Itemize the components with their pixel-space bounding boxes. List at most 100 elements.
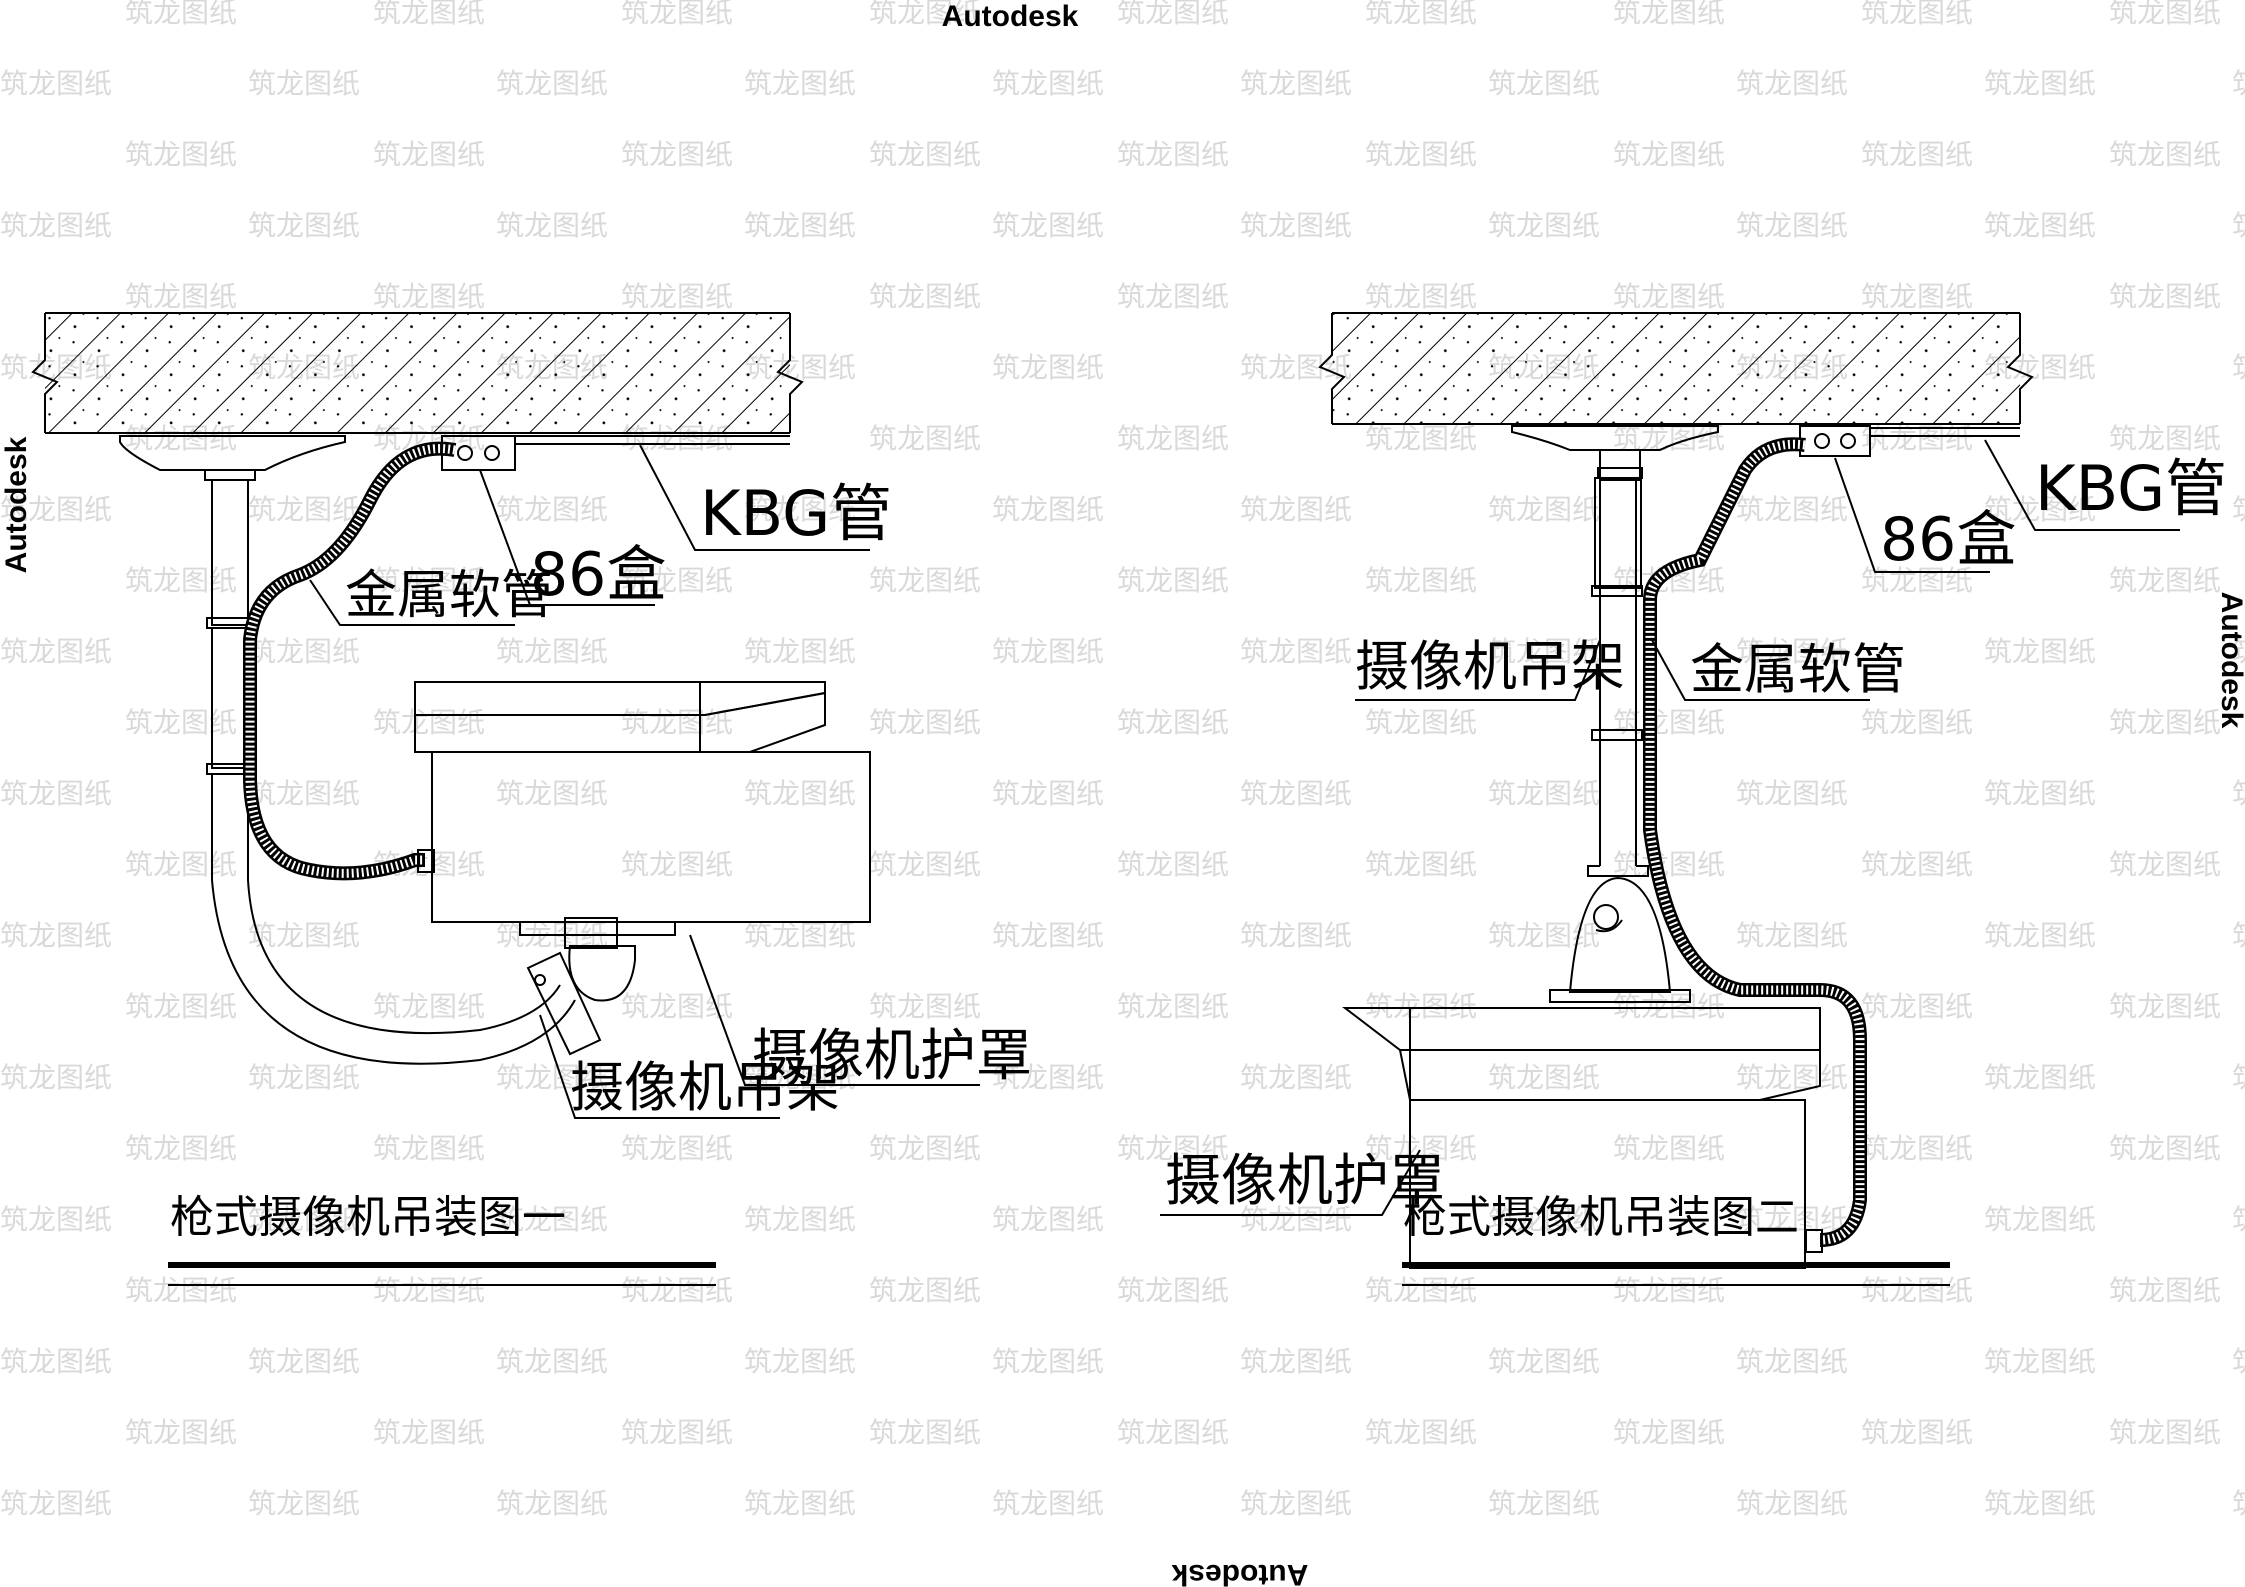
watermark-text: 筑龙图纸 [2109, 706, 2221, 739]
watermark-text: 筑龙图纸 [621, 1274, 733, 1307]
label-86-box-1: 86盒 [530, 540, 666, 610]
watermark-text: 筑龙图纸 [1984, 493, 2096, 526]
watermark-text: 筑龙图纸 [869, 1274, 981, 1307]
watermark-text: 筑龙图纸 [1365, 564, 1477, 597]
watermark-text: 筑龙图纸 [496, 635, 608, 668]
watermark-text: 筑龙图纸 [496, 1203, 608, 1236]
watermark-text: 筑龙图纸 [248, 919, 360, 952]
watermark-text: 筑龙图纸 [744, 919, 856, 952]
watermark-text: 筑龙图纸 [1613, 1416, 1725, 1449]
watermark-text: 筑龙图纸 [869, 990, 981, 1023]
watermark-text: 筑龙图纸 [2232, 67, 2245, 100]
watermark-text: 筑龙图纸 [2232, 493, 2245, 526]
watermark-text: 筑龙图纸 [621, 1132, 733, 1165]
watermark-text: 筑龙图纸 [744, 1487, 856, 1520]
watermark-text: 筑龙图纸 [1861, 564, 1973, 597]
watermark-text: 筑龙图纸 [1240, 1487, 1352, 1520]
watermark-text: 筑龙图纸 [1861, 1132, 1973, 1165]
watermark-text: 筑龙图纸 [496, 1487, 608, 1520]
watermark-layer: 筑龙图纸筑龙图纸筑龙图纸筑龙图纸筑龙图纸筑龙图纸筑龙图纸筑龙图纸筑龙图纸筑龙图纸… [0, 0, 2245, 1520]
watermark-text: 筑龙图纸 [1984, 67, 2096, 100]
watermark-text: 筑龙图纸 [1736, 1487, 1848, 1520]
watermark-text: 筑龙图纸 [248, 1203, 360, 1236]
watermark-text: 筑龙图纸 [373, 1416, 485, 1449]
watermark-text: 筑龙图纸 [1365, 280, 1477, 313]
watermark-text: 筑龙图纸 [1365, 1132, 1477, 1165]
watermark-text: 筑龙图纸 [2232, 1061, 2245, 1094]
watermark-text: 筑龙图纸 [0, 1061, 112, 1094]
kbg-conduit-2 [1870, 427, 2020, 437]
watermark-text: 筑龙图纸 [621, 706, 733, 739]
watermark-text: 筑龙图纸 [373, 706, 485, 739]
watermark-text: 筑龙图纸 [869, 138, 981, 171]
watermark-text: 筑龙图纸 [1117, 848, 1229, 881]
watermark-text: 筑龙图纸 [1117, 138, 1229, 171]
watermark-text: 筑龙图纸 [869, 1416, 981, 1449]
watermark-text: 筑龙图纸 [2109, 1274, 2221, 1307]
label-flex-conduit-1: 金属软管 [345, 566, 553, 626]
watermark-text: 筑龙图纸 [248, 1345, 360, 1378]
watermark-text: 筑龙图纸 [744, 1345, 856, 1378]
watermark-text: 筑龙图纸 [0, 635, 112, 668]
watermark-text: 筑龙图纸 [1365, 990, 1477, 1023]
watermark-text: 筑龙图纸 [1984, 777, 2096, 810]
watermark-text: 筑龙图纸 [1365, 1274, 1477, 1307]
watermark-text: 筑龙图纸 [2232, 351, 2245, 384]
watermark-text: 筑龙图纸 [1488, 919, 1600, 952]
watermark-text: 筑龙图纸 [1984, 1203, 2096, 1236]
ceiling-slab-1 [31, 312, 804, 434]
watermark-text: 筑龙图纸 [1240, 209, 1352, 242]
watermark-text: 筑龙图纸 [744, 209, 856, 242]
watermark-text: 筑龙图纸 [621, 0, 733, 29]
watermark-text: 筑龙图纸 [125, 138, 237, 171]
watermark-text: 筑龙图纸 [621, 990, 733, 1023]
watermark-text: 筑龙图纸 [621, 564, 733, 597]
watermark-text: 筑龙图纸 [0, 1203, 112, 1236]
watermark-text: 筑龙图纸 [248, 67, 360, 100]
watermark-text: 筑龙图纸 [125, 990, 237, 1023]
watermark-text: 筑龙图纸 [248, 635, 360, 668]
watermark-text: 筑龙图纸 [869, 848, 981, 881]
watermark-text: 筑龙图纸 [2232, 1345, 2245, 1378]
watermark-text: 筑龙图纸 [869, 1132, 981, 1165]
watermark-text: 筑龙图纸 [496, 1061, 608, 1094]
watermark-text: 筑龙图纸 [621, 1416, 733, 1449]
watermark-text: 筑龙图纸 [621, 280, 733, 313]
watermark-text: 筑龙图纸 [0, 1487, 112, 1520]
watermark-text: 筑龙图纸 [1117, 706, 1229, 739]
watermark-text: 筑龙图纸 [248, 1487, 360, 1520]
watermark-text: 筑龙图纸 [992, 209, 1104, 242]
watermark-text: 筑龙图纸 [2232, 1487, 2245, 1520]
watermark-text: 筑龙图纸 [496, 67, 608, 100]
watermark-text: 筑龙图纸 [373, 0, 485, 29]
watermark-text: 筑龙图纸 [1861, 1416, 1973, 1449]
mount-plate-1 [119, 435, 346, 471]
watermark-text: 筑龙图纸 [0, 919, 112, 952]
watermark-text: 筑龙图纸 [1613, 990, 1725, 1023]
label-86-box-2: 86盒 [1880, 505, 2016, 575]
watermark-text: 筑龙图纸 [1117, 990, 1229, 1023]
watermark-text: 筑龙图纸 [744, 777, 856, 810]
watermark-text: 筑龙图纸 [1736, 919, 1848, 952]
watermark-text: 筑龙图纸 [496, 493, 608, 526]
watermark-text: 筑龙图纸 [1365, 138, 1477, 171]
watermark-text: 筑龙图纸 [1984, 635, 2096, 668]
watermark-text: 筑龙图纸 [744, 493, 856, 526]
watermark-text: 筑龙图纸 [992, 67, 1104, 100]
watermark-text: 筑龙图纸 [869, 0, 981, 29]
watermark-text: 筑龙图纸 [1488, 1061, 1600, 1094]
watermark-text: 筑龙图纸 [2109, 564, 2221, 597]
watermark-text: 筑龙图纸 [0, 209, 112, 242]
camera-bracket-1 [526, 917, 636, 1056]
watermark-text: 筑龙图纸 [1240, 919, 1352, 952]
watermark-text: 筑龙图纸 [1736, 67, 1848, 100]
figure-2-title: 枪式摄像机吊装图二 [1403, 1192, 1799, 1243]
watermark-text: 筑龙图纸 [1365, 0, 1477, 29]
watermark-text: 筑龙图纸 [744, 1061, 856, 1094]
watermark-text: 筑龙图纸 [1613, 706, 1725, 739]
autodesk-top-label: Autodesk [942, 0, 1079, 33]
watermark-text: 筑龙图纸 [125, 0, 237, 29]
watermark-text: 筑龙图纸 [1488, 1203, 1600, 1236]
watermark-text: 筑龙图纸 [1365, 1416, 1477, 1449]
